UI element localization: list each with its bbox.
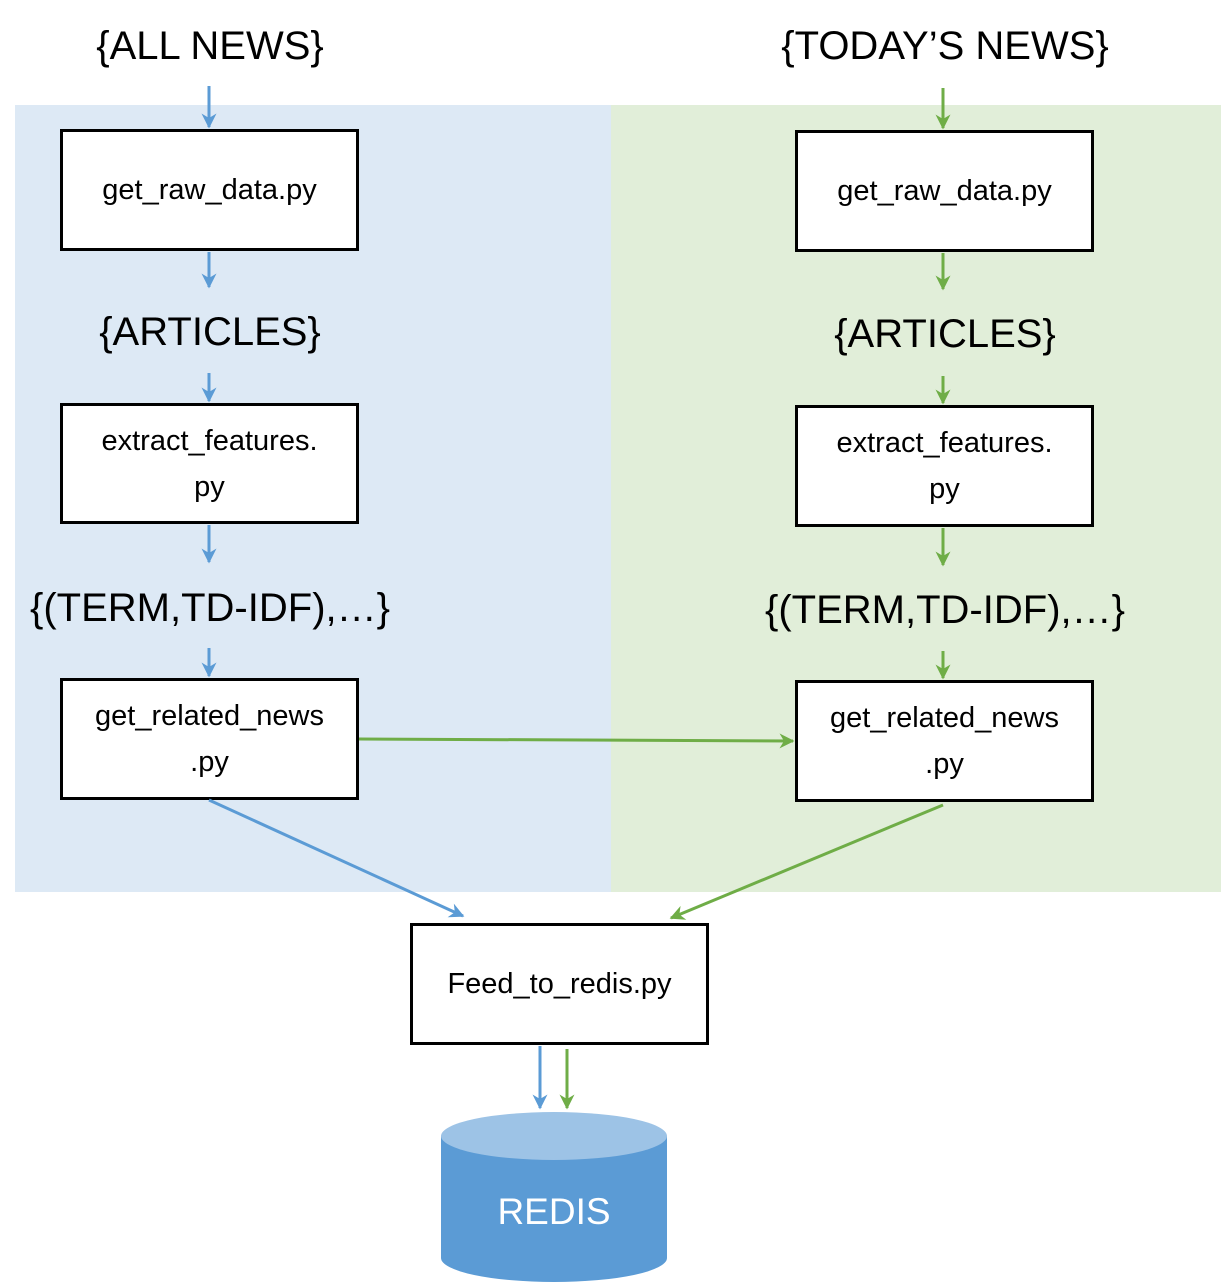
- left-extract-features-line1: extract_features.: [101, 424, 318, 457]
- right-extract-features-line1: extract_features.: [836, 427, 1053, 459]
- right-articles-label: {ARTICLES}: [834, 312, 1056, 356]
- left-get-related-news-line1: get_related_news: [95, 700, 324, 732]
- left-terms-label: {(TERM,TD-IDF),…}: [30, 586, 390, 630]
- right-get-related-news-line2: .py: [925, 748, 964, 780]
- left-extract-features-line2: py: [194, 470, 225, 503]
- arrow-right-to-feed: [669, 803, 944, 920]
- redis-database-icon: REDIS: [441, 1112, 667, 1282]
- feed-to-redis-text: Feed_to_redis.py: [447, 968, 672, 1000]
- arrow-left-to-feed: [208, 798, 465, 918]
- redis-label: REDIS: [497, 1191, 610, 1232]
- right-terms-label: {(TERM,TD-IDF),…}: [765, 588, 1125, 632]
- left-articles-label: {ARTICLES}: [99, 310, 321, 354]
- left-get-raw-data-text: get_raw_data.py: [102, 174, 317, 206]
- right-extract-features-box: extract_features. py: [795, 405, 1094, 527]
- arrow-related-cross: [358, 733, 795, 749]
- left-get-related-news-box: get_related_news .py: [60, 678, 359, 800]
- right-get-raw-data-box: get_raw_data.py: [795, 130, 1094, 252]
- right-get-related-news-box: get_related_news .py: [795, 680, 1094, 802]
- right-extract-features-line2: py: [929, 473, 960, 505]
- right-get-raw-data-text: get_raw_data.py: [837, 175, 1052, 207]
- left-extract-features-box: extract_features. py: [60, 403, 359, 524]
- todays-news-label: {TODAY’S NEWS}: [781, 24, 1109, 68]
- feed-to-redis-box: Feed_to_redis.py: [410, 923, 709, 1045]
- left-get-related-news-line2: .py: [190, 746, 229, 778]
- all-news-label: {ALL NEWS}: [96, 24, 324, 68]
- right-get-related-news-line1: get_related_news: [830, 702, 1059, 734]
- left-get-raw-data-box: get_raw_data.py: [60, 129, 359, 251]
